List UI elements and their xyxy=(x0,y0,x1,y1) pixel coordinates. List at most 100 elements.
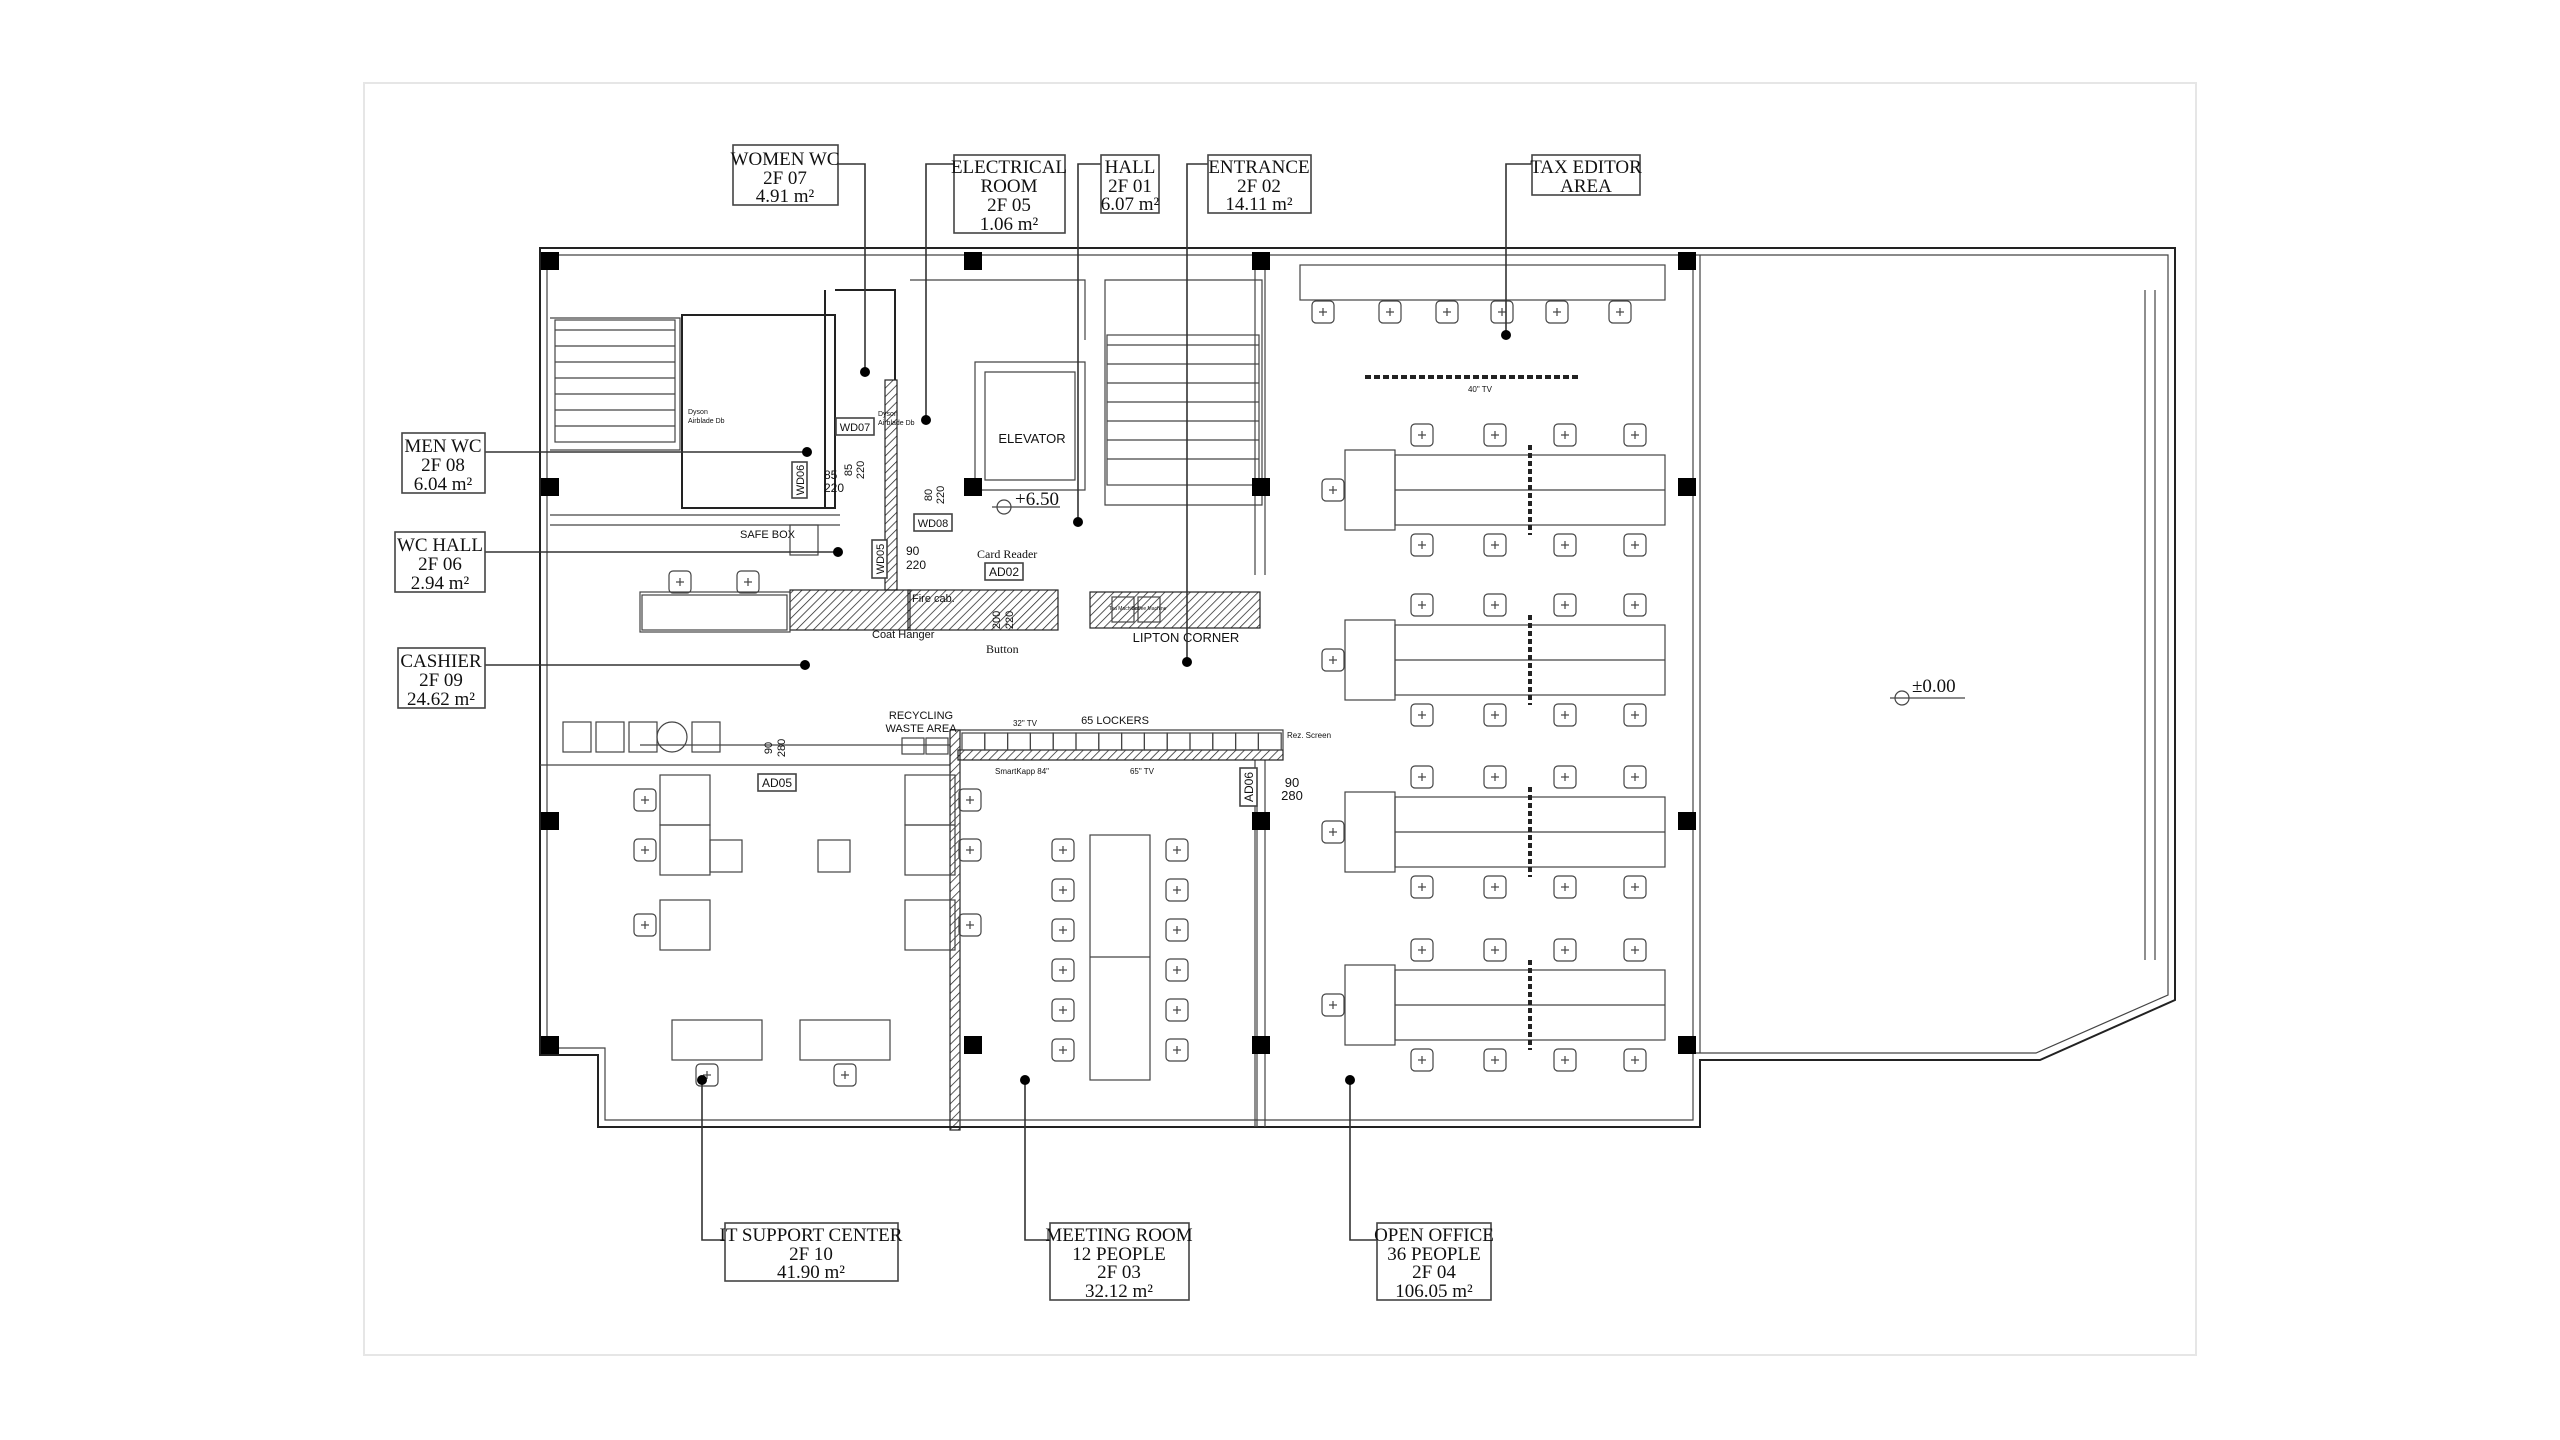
cashier-counter xyxy=(641,594,788,631)
column xyxy=(1678,252,1696,270)
chair-seat xyxy=(1410,938,1434,962)
chair-seat xyxy=(1553,875,1577,899)
room-area: 106.05 m² xyxy=(1395,1281,1473,1302)
door-ad02: AD02 200 220 xyxy=(984,562,1024,629)
chair-seat xyxy=(1553,703,1577,727)
chair xyxy=(833,1063,857,1087)
tv40-label: 40" TV xyxy=(1468,385,1493,394)
room-code: 2F 10 xyxy=(789,1244,833,1265)
chair-seat xyxy=(1321,820,1345,844)
door-wd07: WD07 85 220 xyxy=(835,417,875,479)
tea-machine-label: Tea Machine xyxy=(1109,606,1138,612)
chair-seat xyxy=(1553,533,1577,557)
chair xyxy=(1553,593,1577,617)
chair xyxy=(1435,300,1459,324)
chair-seat xyxy=(1410,593,1434,617)
chair-seat xyxy=(1483,765,1507,789)
chair xyxy=(1483,593,1507,617)
chair xyxy=(1553,875,1577,899)
room-name: WOMEN WC xyxy=(731,149,840,170)
door-height: 220 xyxy=(1004,611,1016,629)
door-wd05: WD05 90 220 xyxy=(871,539,926,579)
room-label-electrical: ELECTRICAL ROOM 2F 05 1.06 m² xyxy=(951,154,1067,235)
chair-seat xyxy=(1623,875,1647,899)
room-area: 1.06 m² xyxy=(980,214,1039,235)
chair xyxy=(1165,998,1189,1022)
locker xyxy=(1257,732,1282,751)
chair-seat xyxy=(1490,300,1514,324)
chair xyxy=(1553,938,1577,962)
chair xyxy=(1321,993,1345,1017)
level-upper: +6.50 xyxy=(1015,489,1059,510)
structural-columns xyxy=(541,252,1696,1054)
locker xyxy=(1029,732,1054,751)
room-name: ENTRANCE xyxy=(1208,157,1309,178)
chair-seat xyxy=(958,913,982,937)
chair xyxy=(958,913,982,937)
chair-seat xyxy=(1623,938,1647,962)
room-code: 2F 02 xyxy=(1237,176,1281,197)
door-tag: WD06 xyxy=(795,465,807,496)
door-ad06: AD06 90 280 xyxy=(1239,767,1303,807)
side-desk xyxy=(1344,791,1396,873)
chair xyxy=(1165,878,1189,902)
door-width: 80 xyxy=(923,489,935,501)
locker xyxy=(1189,732,1214,751)
locker xyxy=(1143,732,1168,751)
room-name: MEN WC xyxy=(404,436,481,457)
chair xyxy=(1410,765,1434,789)
lipton-corner-label: LIPTON CORNER xyxy=(1133,630,1240,645)
door-width: 85 xyxy=(824,468,838,482)
room-name: CASHIER xyxy=(400,651,482,672)
chair xyxy=(1410,423,1434,447)
room-area: 32.12 m² xyxy=(1085,1281,1153,1302)
door-height: 220 xyxy=(935,486,947,504)
smartkapp-label: SmartKapp 84" xyxy=(995,767,1049,776)
lockers-row xyxy=(961,732,1282,751)
room-code: 2F 03 xyxy=(1097,1262,1141,1283)
it-desk xyxy=(904,774,956,826)
it-desk xyxy=(659,774,711,826)
chair xyxy=(1410,593,1434,617)
chair-seat xyxy=(1623,593,1647,617)
chair xyxy=(633,838,657,862)
room-label-it-support: IT SUPPORT CENTER 2F 10 41.90 m² xyxy=(720,1222,903,1283)
room-capacity: 36 PEOPLE xyxy=(1387,1244,1480,1265)
door-tag: WD08 xyxy=(918,518,949,530)
it-desk xyxy=(659,824,711,876)
chair xyxy=(1623,593,1647,617)
cabinet xyxy=(628,721,658,753)
chair-seat xyxy=(1553,1048,1577,1072)
level-lower: ±0.00 xyxy=(1912,676,1956,697)
chair-seat xyxy=(1483,703,1507,727)
it-desk xyxy=(904,899,956,951)
chair-seat xyxy=(1483,593,1507,617)
chair-seat xyxy=(1321,648,1345,672)
column xyxy=(1252,252,1270,270)
cabinet xyxy=(595,721,625,753)
door-height: 220 xyxy=(906,558,926,572)
chair-seat xyxy=(1483,533,1507,557)
column xyxy=(964,252,982,270)
room-code: 2F 06 xyxy=(418,554,462,575)
tax-editor-counter xyxy=(1299,264,1666,301)
chair-seat xyxy=(1165,918,1189,942)
column xyxy=(1252,1036,1270,1054)
tv32-label: 32" TV xyxy=(1013,719,1038,728)
chair xyxy=(1051,958,1075,982)
fire-cab-label: Fire cab. xyxy=(912,593,955,605)
room-label-entrance: ENTRANCE 2F 02 14.11 m² xyxy=(1207,154,1312,215)
room-area: 6.07 m² xyxy=(1101,194,1160,215)
room-markers xyxy=(697,330,1511,1085)
chair xyxy=(1623,423,1647,447)
room-name: ELECTRICAL xyxy=(951,157,1067,178)
chair xyxy=(1553,765,1577,789)
chair-seat xyxy=(736,570,760,594)
door-tag: AD05 xyxy=(762,776,792,790)
chair xyxy=(1321,820,1345,844)
chair-seat xyxy=(1165,958,1189,982)
chair-seat xyxy=(1545,300,1569,324)
chair xyxy=(1553,1048,1577,1072)
room-name: IT SUPPORT CENTER xyxy=(720,1225,903,1246)
chair xyxy=(1321,478,1345,502)
